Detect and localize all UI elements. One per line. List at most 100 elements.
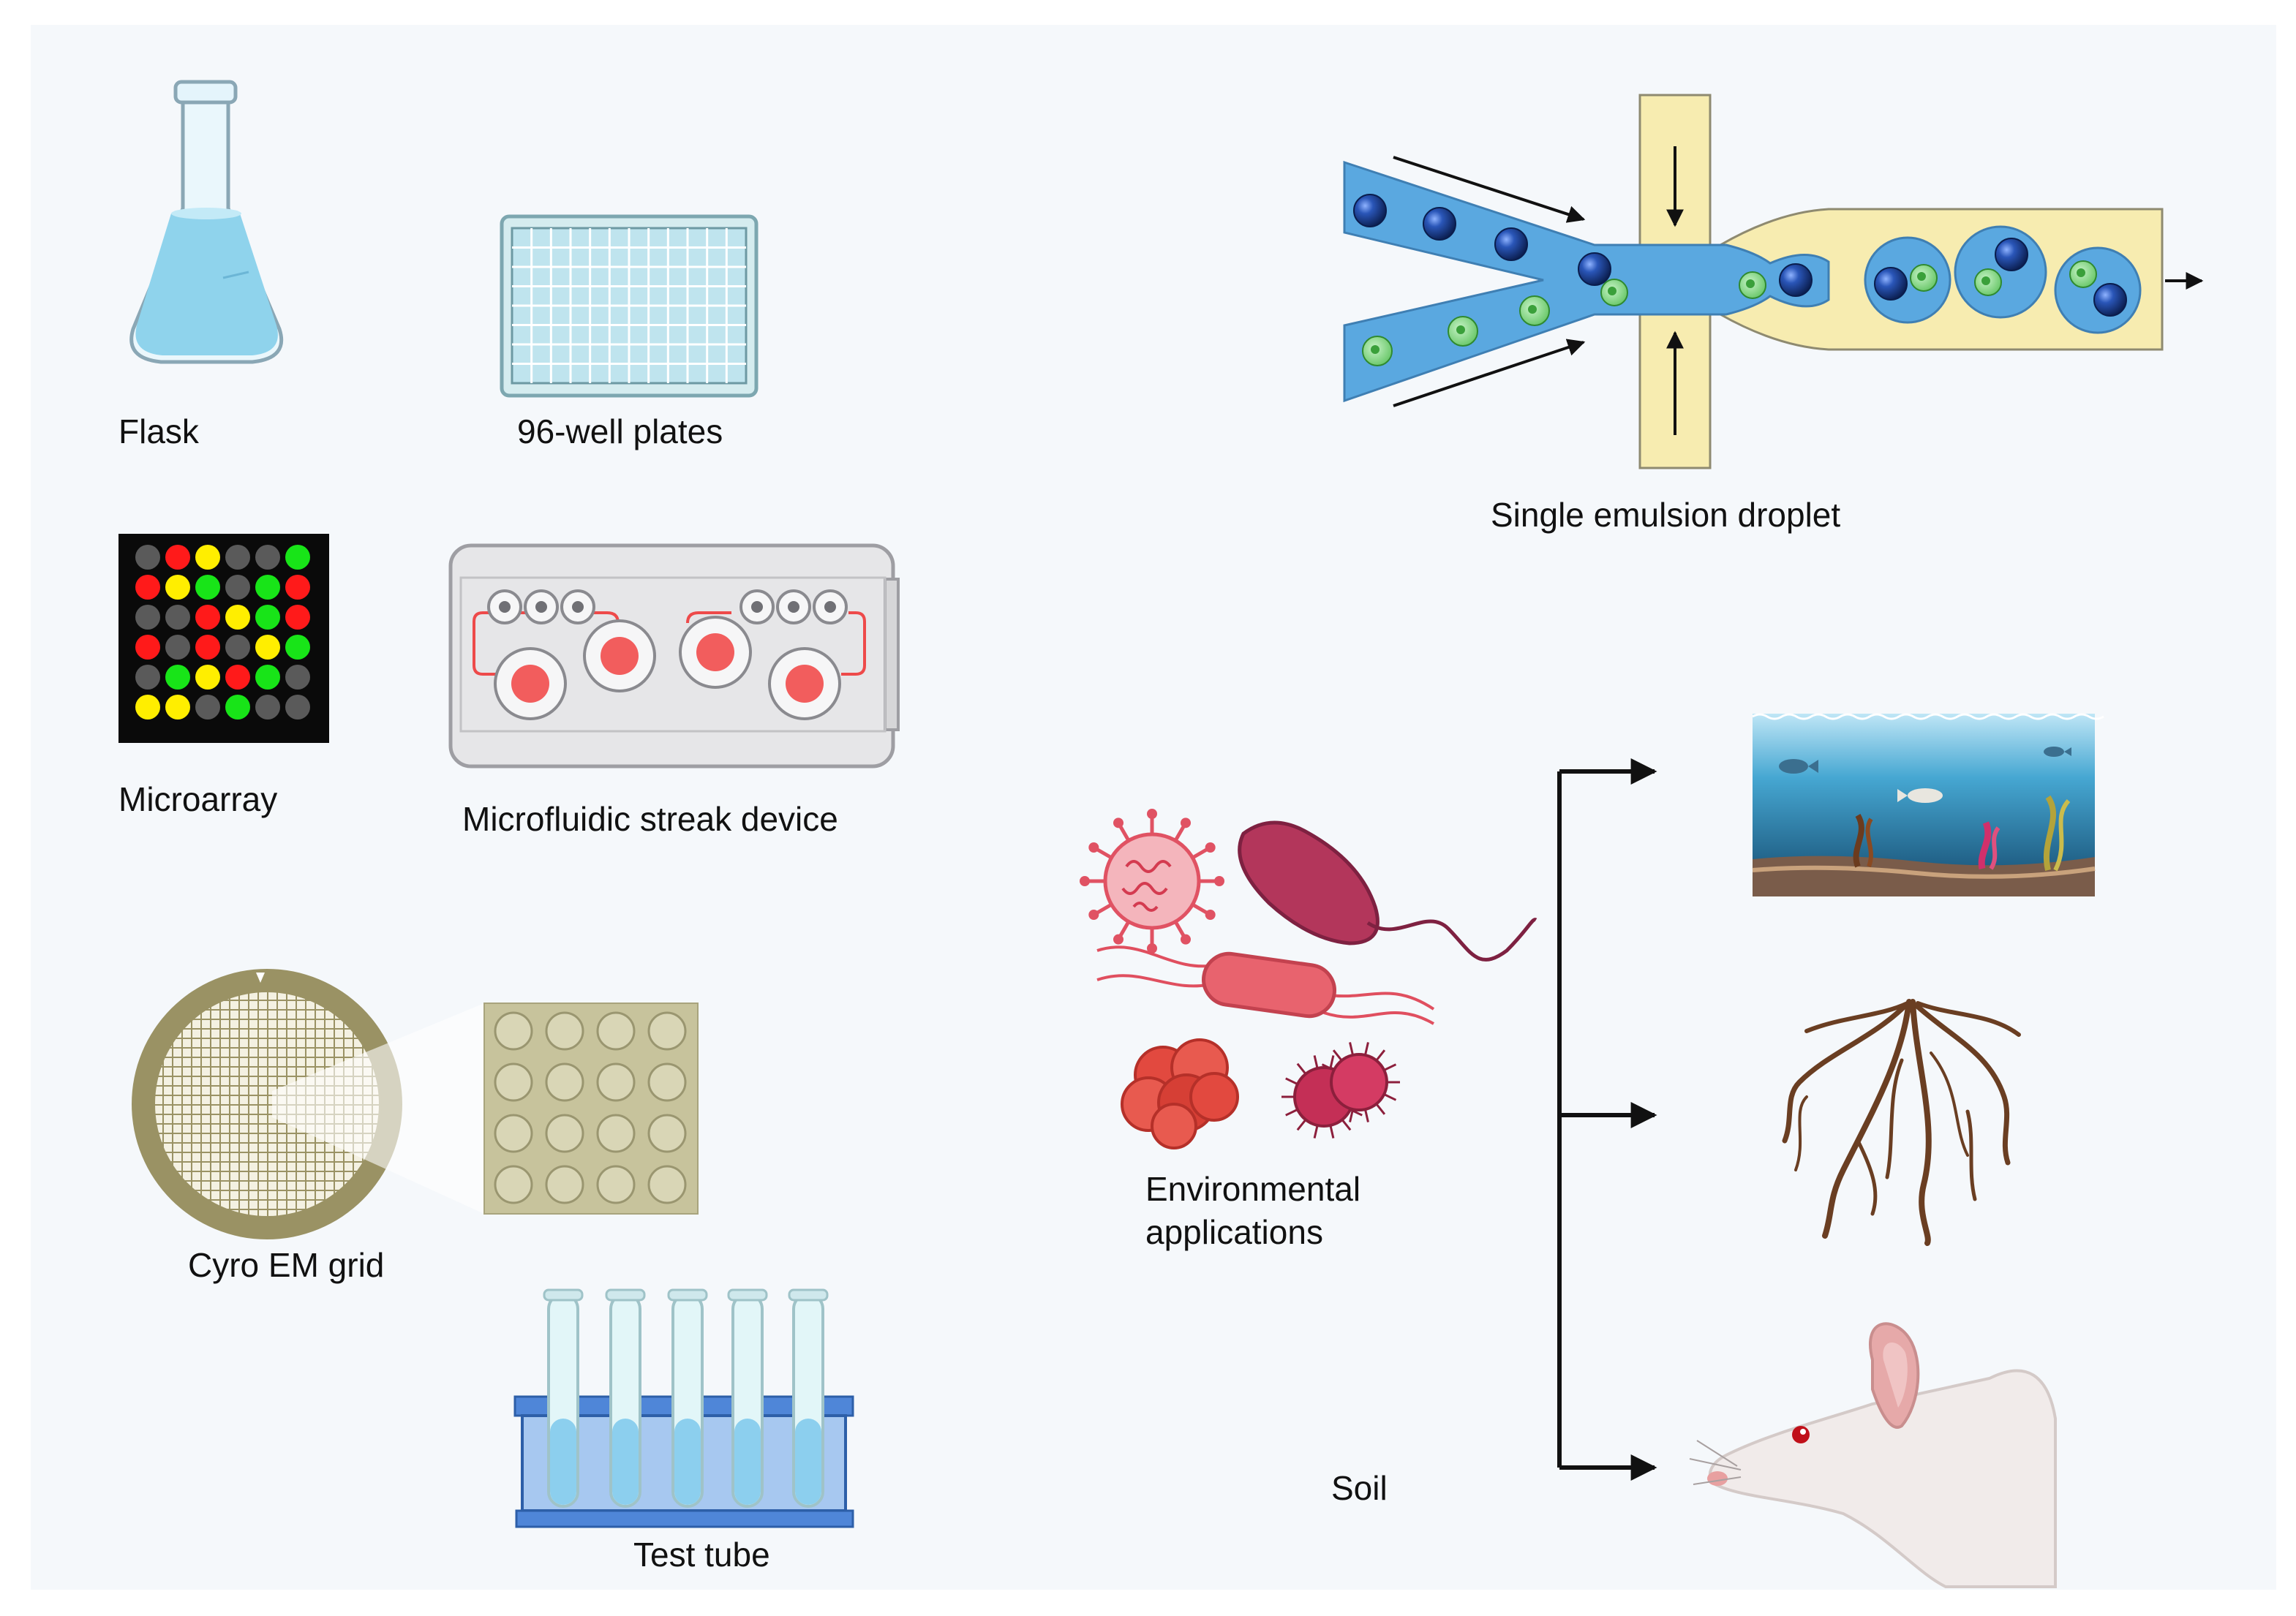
tube-rim (667, 1288, 708, 1302)
cell-nucleus (1746, 279, 1755, 288)
cryo-zoom-holes (494, 1011, 687, 1204)
diplococcus-spike (1363, 1042, 1369, 1056)
chip-port-center (788, 601, 799, 613)
microarray-spot (135, 665, 160, 690)
cocci-cluster-icon (1121, 1038, 1239, 1149)
grid-hole (596, 1114, 636, 1153)
microarray-spot (255, 545, 280, 570)
diplococcus-spike (1285, 1109, 1298, 1117)
chip-port-center (572, 601, 584, 613)
label-environmental: Environmental (1145, 1170, 1361, 1208)
cell-nucleus (1528, 305, 1537, 314)
bead (1578, 252, 1611, 286)
seaweed-icon (1853, 795, 2071, 872)
grid-hole (647, 1165, 687, 1204)
diplococcus-spike (1341, 1119, 1352, 1131)
grid-hole (596, 1165, 636, 1204)
tube-rim (727, 1288, 768, 1302)
label-microfluidic-streak-device: Microfluidic streak device (462, 800, 838, 838)
grid-hole (545, 1062, 584, 1102)
bead (1494, 227, 1528, 261)
microarray-spot (135, 635, 160, 660)
grid-hole (647, 1114, 687, 1153)
channel-beads (1353, 194, 2142, 366)
microarray-icon (118, 534, 329, 743)
bead (1779, 263, 1813, 297)
virus-spike-tip (1181, 818, 1191, 828)
droplet (1954, 225, 2047, 319)
cell-nucleus (1981, 276, 1990, 285)
microarray-spot (135, 575, 160, 600)
microarray-spot (285, 545, 310, 570)
tube-liquid (674, 1419, 701, 1505)
erlenmeyer-flask-icon (129, 80, 284, 364)
tube-rim (543, 1288, 584, 1302)
microarray-spot (195, 695, 220, 720)
cell-nucleus (1608, 287, 1616, 295)
bead (1995, 238, 2028, 271)
chip-port-center (751, 601, 763, 613)
microarray-spot (165, 695, 190, 720)
microarray-spot-grid (135, 545, 310, 720)
diplococcus-spike (1313, 1125, 1319, 1139)
test-tubes (543, 1288, 829, 1508)
virus-spike-tip (1088, 842, 1099, 853)
label-flask: Flask (118, 412, 199, 450)
cell-nucleus (2077, 268, 2085, 277)
grid-hole (545, 1114, 584, 1153)
cell-nucleus (1456, 325, 1465, 334)
microbe-cluster-icon (1080, 809, 1537, 1149)
virus-spike-tip (1080, 876, 1090, 886)
virus-spike-tip (1181, 934, 1191, 945)
microarray-spot (255, 635, 280, 660)
test-tube-rack-icon (513, 1288, 854, 1528)
label-96-well-plates: 96-well plates (517, 412, 723, 450)
microarray-spot (135, 605, 160, 630)
bead (1353, 194, 1387, 227)
microfluidic-chip-icon (448, 543, 900, 769)
microarray-spot (165, 635, 190, 660)
grid-hole (596, 1011, 636, 1051)
bacterium-bean-icon (1238, 820, 1537, 962)
virus-spike-tip (1205, 910, 1216, 920)
microarray-spot (255, 605, 280, 630)
chip-port-center (824, 601, 836, 613)
microarray-spot (165, 605, 190, 630)
virus-spike-tip (1214, 876, 1224, 886)
virus-spikes (1080, 809, 1224, 954)
tube-liquid (612, 1419, 639, 1505)
diplococcus-spike (1285, 1077, 1298, 1085)
cell-nucleus (1371, 345, 1380, 354)
tube-rim (788, 1288, 829, 1302)
microarray-spot (165, 665, 190, 690)
label-soil: Soil (1331, 1469, 1388, 1507)
chip-chamber-fill (786, 665, 824, 703)
microarray-spot (225, 635, 250, 660)
microarray-spot (165, 575, 190, 600)
diplococcus-spike (1349, 1042, 1355, 1056)
microarray-spot (165, 545, 190, 570)
ocean-scene-icon (1752, 713, 2104, 896)
diplococcus-spike (1363, 1109, 1369, 1122)
microarray-spot (195, 545, 220, 570)
bead (1874, 267, 1908, 301)
diplococcus-spike (1332, 1049, 1343, 1062)
virus-spike-tip (1113, 934, 1123, 945)
diplococcus-spike (1349, 1109, 1355, 1122)
well-plate-icon (500, 214, 759, 398)
microarray-spot (285, 695, 310, 720)
diplococcus-spike (1383, 1093, 1397, 1101)
droplet (1864, 236, 1951, 324)
microarray-spot (255, 665, 280, 690)
cell-nucleus (1917, 272, 1926, 281)
virus-spike-tip (1113, 818, 1123, 828)
tube-rim (605, 1288, 646, 1302)
microarray-spot (225, 605, 250, 630)
bacterium-rod-icon (1096, 945, 1435, 1025)
chip-chamber-fill (511, 665, 549, 703)
label-single-emulsion-droplet: Single emulsion droplet (1491, 496, 1841, 534)
tube-liquid (734, 1419, 761, 1505)
chip-port-center (535, 601, 547, 613)
virus-spike-tip (1147, 809, 1157, 819)
